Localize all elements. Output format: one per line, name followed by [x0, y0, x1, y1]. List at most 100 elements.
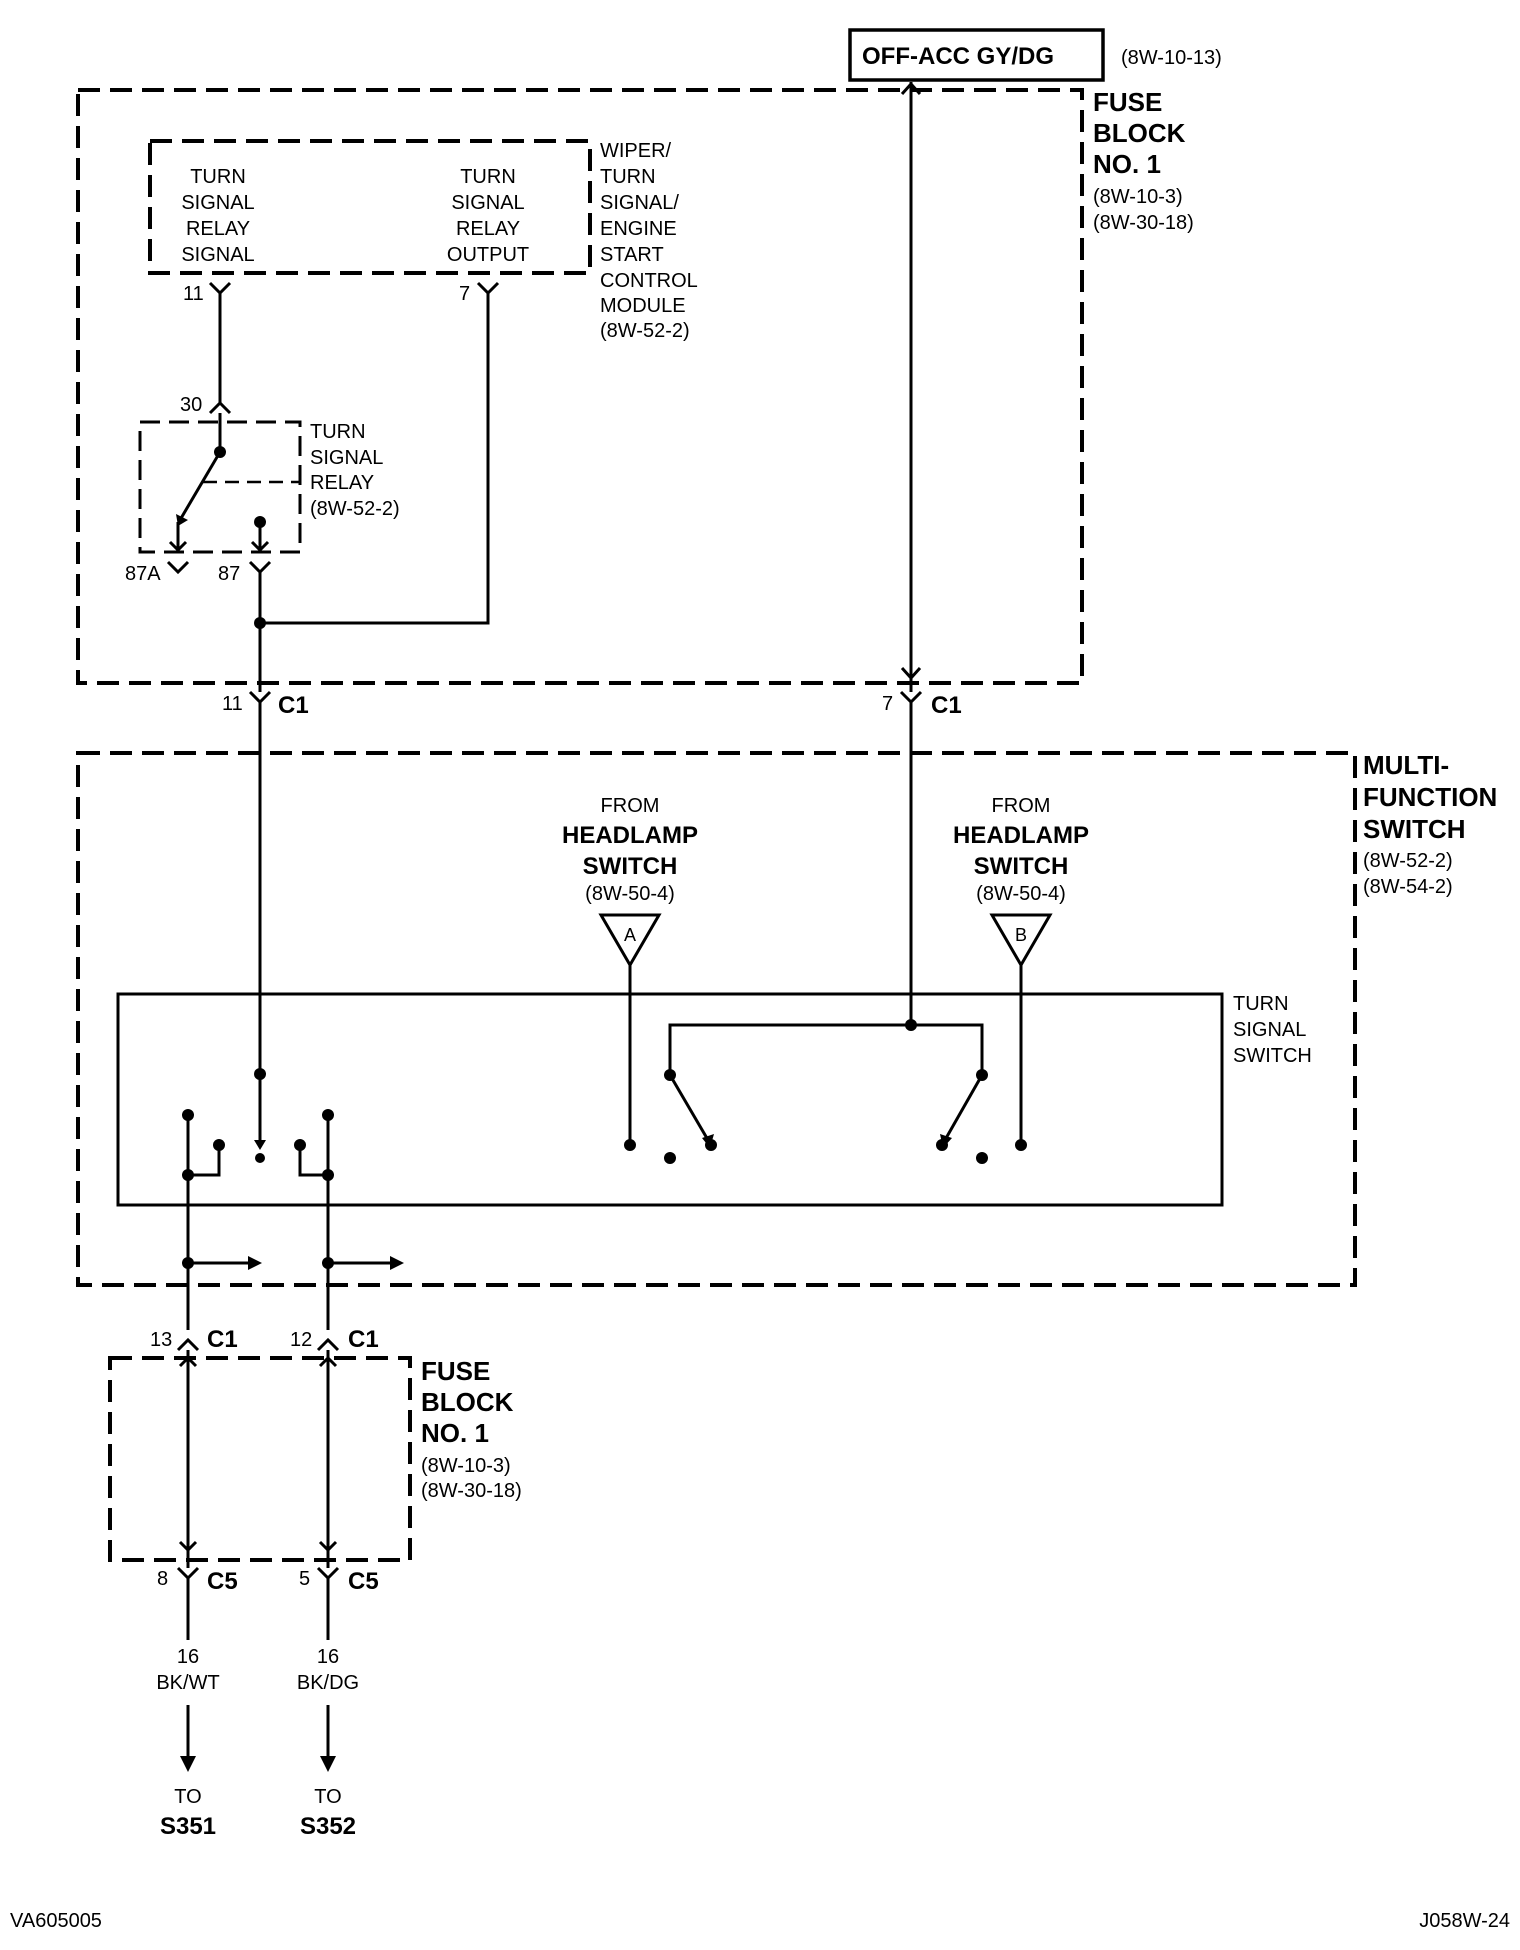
- footer-left-code: VA605005: [10, 1910, 102, 1932]
- switch-right-actuator-arrow-icon: [390, 1256, 404, 1270]
- turn-signal-switch-line3: SWITCH: [1233, 1045, 1312, 1067]
- relay-name-line: RELAY: [310, 472, 374, 494]
- relay-name-line: SIGNAL: [310, 447, 383, 469]
- fuse-bottom-right-arrow-up-icon: [318, 1355, 338, 1368]
- connector-c5-8-icon: [176, 1566, 200, 1581]
- fuse-block-top-outline: [76, 88, 1084, 685]
- turn-signal-switch-box: [116, 992, 1224, 1207]
- connector-c5-8-pin: 8: [157, 1568, 168, 1590]
- off-acc-source-ref: (8W-10-13): [1121, 47, 1222, 69]
- off-acc-source-box: [848, 28, 1105, 82]
- module-pin-11-connector-icon: [208, 281, 232, 296]
- wire-s351-gauge: 16: [177, 1646, 199, 1668]
- headlamp-a-name1: HEADLAMP: [562, 822, 698, 849]
- fuse-block-top-line3: NO. 1: [1093, 149, 1161, 179]
- module-output-label-line: SIGNAL: [451, 192, 524, 214]
- connector-c1-11-icon: [248, 690, 272, 705]
- module-pin-11-label: 11: [183, 283, 204, 305]
- connector-c1-13-icon: [176, 1337, 200, 1352]
- switch-input-terminal: [254, 1068, 266, 1080]
- multifunction-switch-ref1: (8W-52-2): [1363, 850, 1453, 872]
- fuse-bottom-left-arrow-up-icon: [178, 1355, 198, 1368]
- output-s351-arrow-icon: [180, 1756, 196, 1772]
- module-output-label-line: TURN: [460, 166, 516, 188]
- wiper-module-outline: [148, 139, 592, 275]
- connector-c5-5-pin: 5: [299, 1568, 310, 1590]
- wire-module7-to-splice: [260, 293, 490, 625]
- hazard-left-blade: [668, 1074, 710, 1141]
- wiper-module-name-line: TURN: [600, 166, 656, 188]
- wiper-module-name: WIPER/ TURN SIGNAL/ ENGINE START CONTROL…: [600, 140, 698, 342]
- headlamp-b-from: FROM: [992, 795, 1051, 817]
- switch-input-arrow-icon: [254, 1140, 266, 1150]
- fuse-block-bottom-line1: FUSE: [421, 1356, 490, 1386]
- relay-pin-30-connector-icon: [208, 400, 232, 415]
- off-acc-arrow-up-icon: [900, 81, 922, 96]
- headlamp-b-tag: B: [1015, 925, 1027, 945]
- wiper-module-name-line: (8W-52-2): [600, 320, 690, 342]
- multifunction-switch-line3: SWITCH: [1363, 814, 1466, 844]
- fuse-block-top-line2: BLOCK: [1093, 118, 1186, 148]
- connector-c1-7-icon: [899, 690, 923, 705]
- fuse-block-top-ref1: (8W-10-3): [1093, 186, 1183, 208]
- fuse-block-top-ref2: (8W-30-18): [1093, 212, 1194, 234]
- switch-left-jumper: [188, 1145, 221, 1177]
- hazard-a-contact: [624, 1139, 636, 1151]
- switch-left-junction: [182, 1169, 194, 1181]
- connector-c1-11-pin: 11: [222, 693, 243, 715]
- module-input-label-line: SIGNAL: [181, 192, 254, 214]
- hazard-feed-bus: [668, 1023, 984, 1075]
- relay-name: TURN SIGNAL RELAY (8W-52-2): [310, 421, 400, 520]
- module-input-label: TURN SIGNAL RELAY SIGNAL: [181, 166, 254, 266]
- connector-c1-12-name: C1: [348, 1326, 379, 1353]
- wiper-module-name-line: START: [600, 244, 664, 266]
- dest-s351-name: S351: [160, 1813, 216, 1840]
- headlamp-input-a: FROM HEADLAMP SWITCH (8W-50-4): [562, 795, 698, 905]
- hazard-left-made-contact: [705, 1139, 717, 1151]
- connector-c5-5-icon: [316, 1566, 340, 1581]
- headlamp-b-ref: (8W-50-4): [976, 883, 1066, 905]
- wire-s352-color: BK/DG: [297, 1672, 359, 1694]
- headlamp-b-name2: SWITCH: [974, 853, 1069, 880]
- turn-signal-switch-line2: SIGNAL: [1233, 1019, 1306, 1041]
- module-input-label-line: TURN: [190, 166, 246, 188]
- turn-signal-switch-line1: TURN: [1233, 993, 1289, 1015]
- fuse-block-bottom-ref1: (8W-10-3): [421, 1455, 511, 1477]
- wiper-module-name-line: ENGINE: [600, 218, 677, 240]
- connector-c1-11-name: C1: [278, 692, 309, 719]
- module-input-label-line: SIGNAL: [181, 244, 254, 266]
- multifunction-switch-ref2: (8W-54-2): [1363, 876, 1453, 898]
- connector-c5-5-name: C5: [348, 1568, 379, 1595]
- module-pin-7-connector-icon: [476, 281, 500, 296]
- wiper-module-name-line: SIGNAL/: [600, 192, 679, 214]
- relay-name-line: TURN: [310, 421, 366, 443]
- headlamp-a-flag-icon: [598, 913, 662, 968]
- connector-c1-7-pin: 7: [882, 693, 893, 715]
- headlamp-a-from: FROM: [601, 795, 660, 817]
- wire-s351-color: BK/WT: [156, 1672, 219, 1694]
- fuse-block-bottom-line3: NO. 1: [421, 1418, 489, 1448]
- hazard-b-contact: [1015, 1139, 1027, 1151]
- fuse-block-bottom-ref2: (8W-30-18): [421, 1480, 522, 1502]
- relay-87-arrow-icon: [250, 540, 270, 553]
- footer-right-code: J058W-24: [1419, 1910, 1510, 1932]
- wiper-module-name-line: CONTROL: [600, 270, 698, 292]
- fuse-block-bottom-line2: BLOCK: [421, 1387, 514, 1417]
- relay-pin-87-connector-icon: [248, 560, 272, 575]
- fuse-bottom-right-arrow-down-icon: [318, 1540, 338, 1553]
- switch-right-junction: [322, 1169, 334, 1181]
- relay-pin-30-label: 30: [180, 394, 202, 416]
- relay-pin-87-label: 87: [218, 563, 240, 585]
- switch-right-jumper: [298, 1145, 328, 1177]
- connector-c1-12-pin: 12: [290, 1329, 312, 1351]
- hazard-right-blade: [943, 1074, 984, 1141]
- module-output-label: TURN SIGNAL RELAY OUTPUT: [447, 166, 529, 266]
- relay-name-line: (8W-52-2): [310, 498, 400, 520]
- hazard-left-idle-contact: [664, 1152, 676, 1164]
- off-acc-arrow-down-icon: [900, 666, 922, 681]
- fuse-bottom-left-arrow-down-icon: [178, 1540, 198, 1553]
- module-input-label-line: RELAY: [186, 218, 250, 240]
- module-pin-7-label: 7: [459, 283, 470, 305]
- connector-c5-8-name: C5: [207, 1568, 238, 1595]
